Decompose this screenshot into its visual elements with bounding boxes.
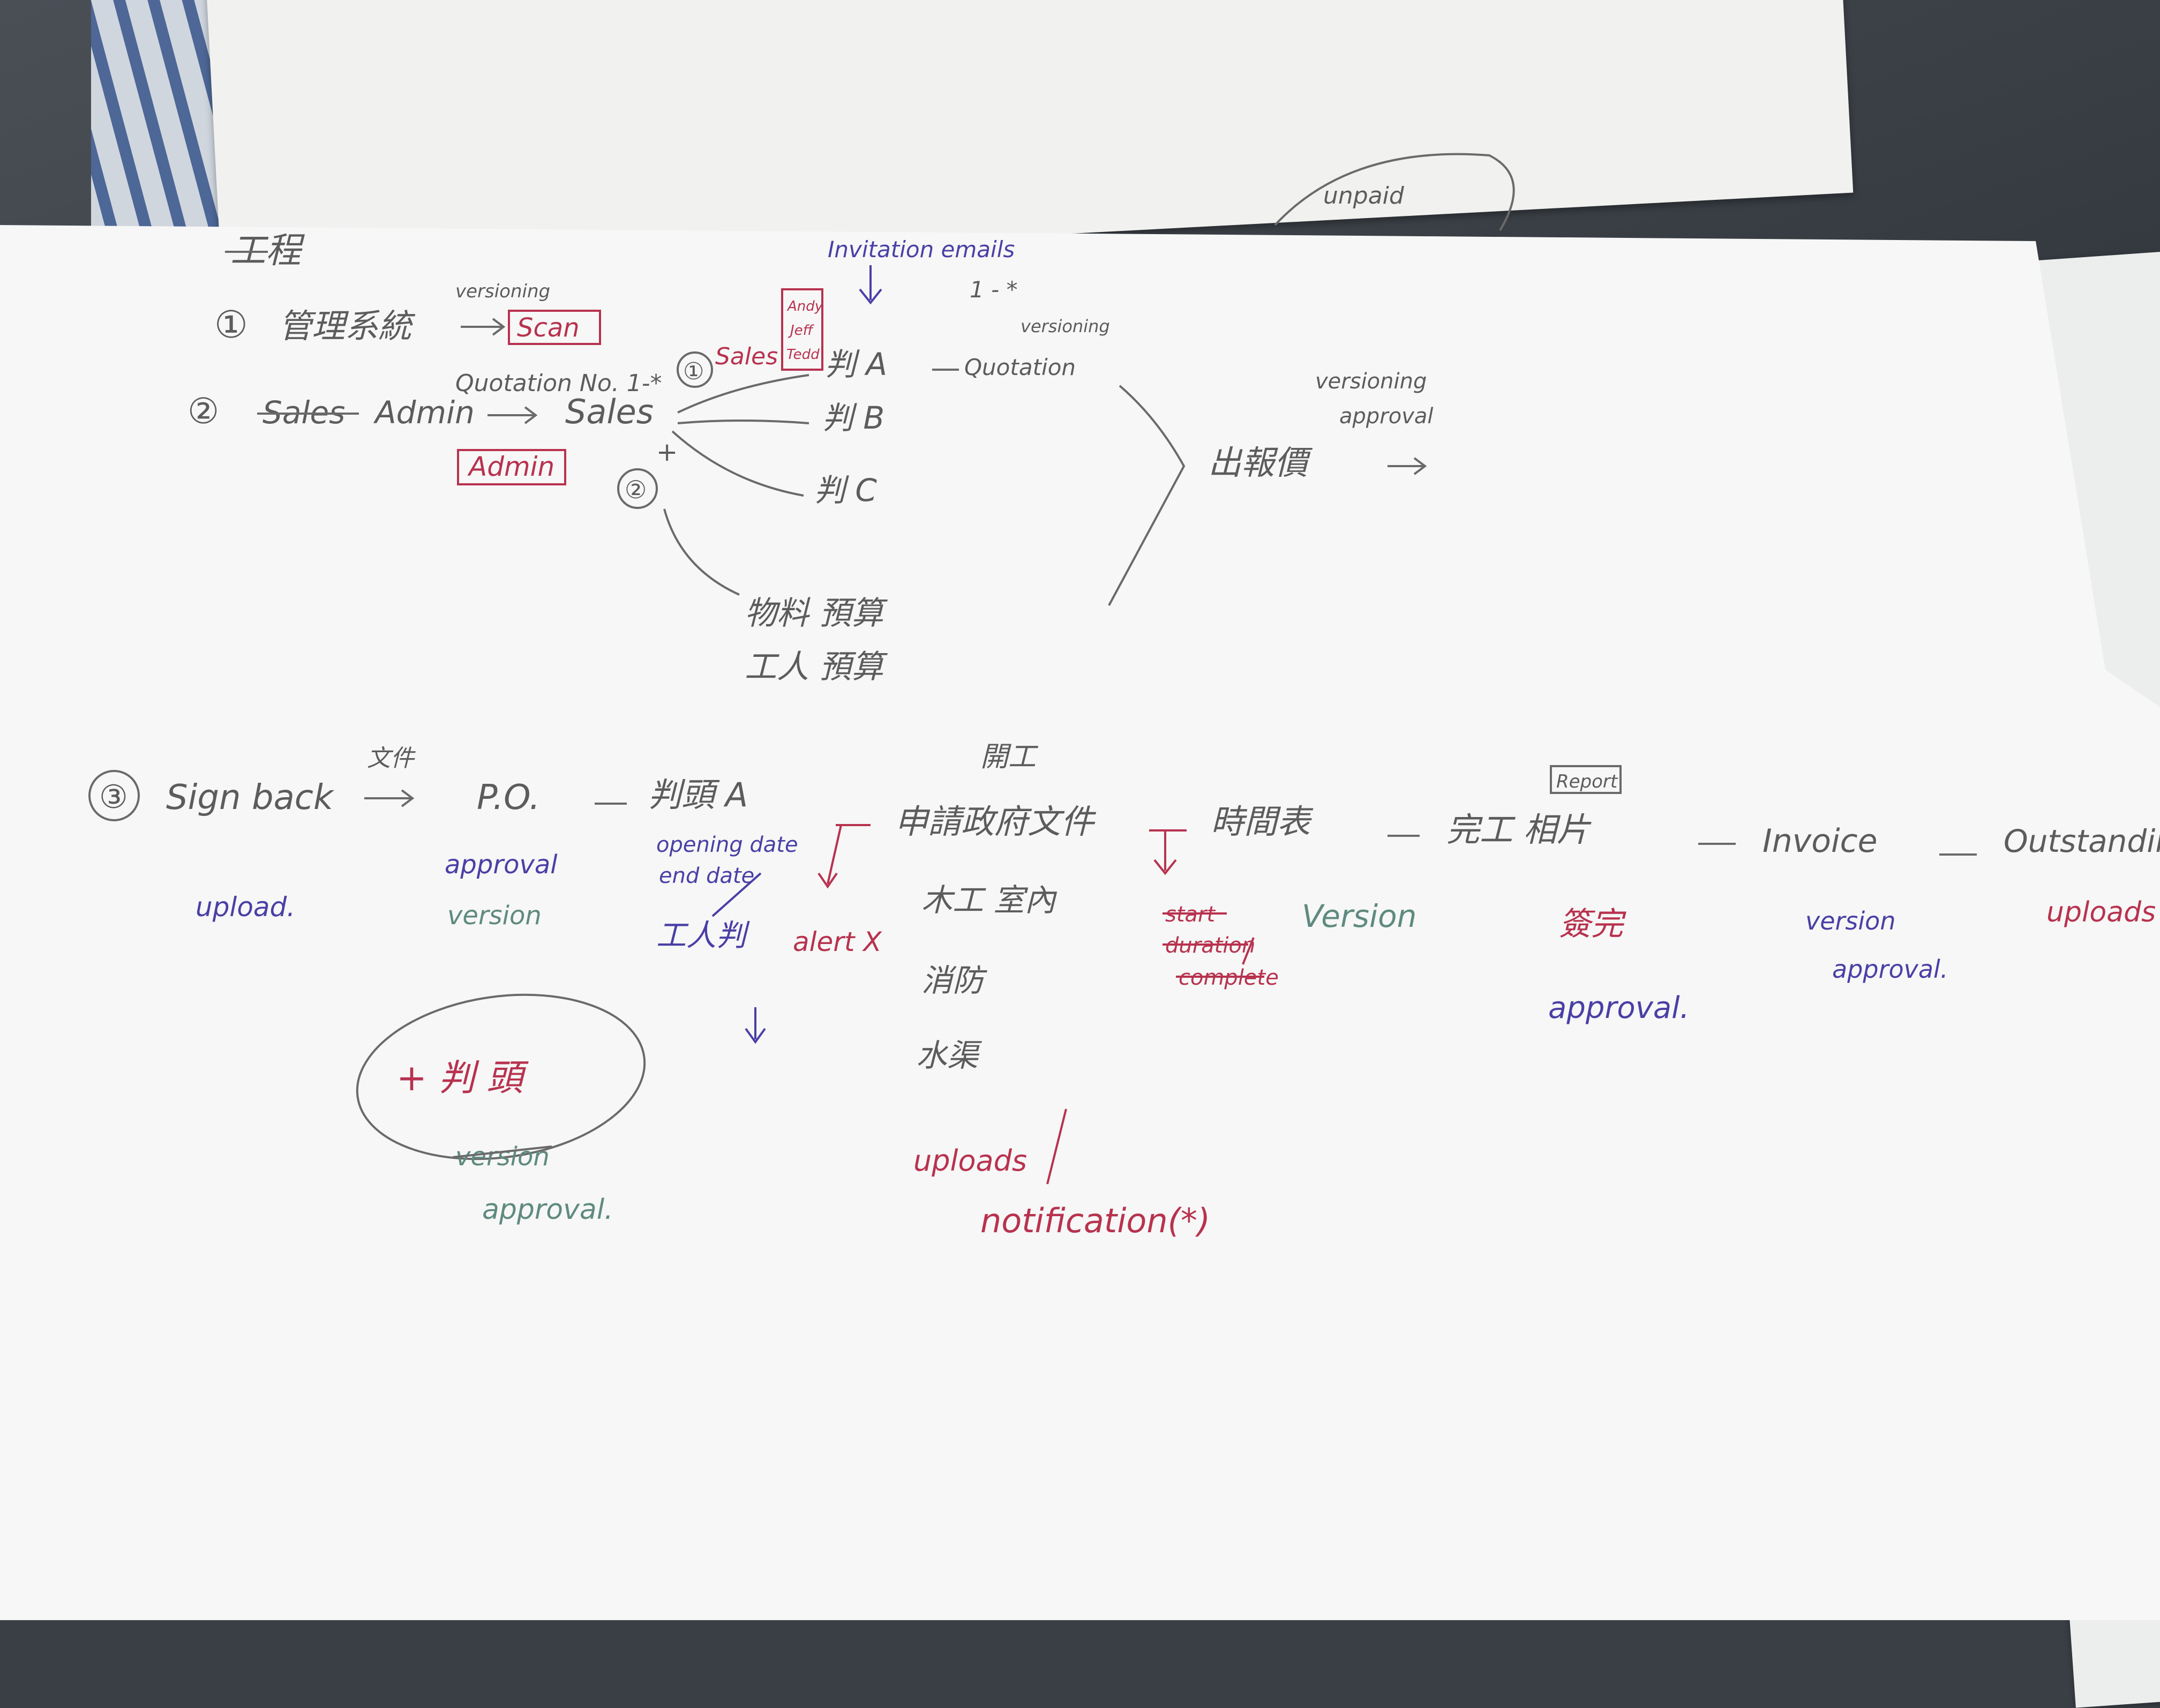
name-andy: Andy [786,298,823,314]
kaigong: 開工 [980,741,1039,773]
branch-c: 判 C [814,472,877,508]
approval-top: approval [1339,404,1434,429]
doc-label: 文件 [367,745,416,772]
item1-tag: versioning [455,281,550,302]
complete-photos: 完工 相片 [1446,810,1592,849]
slash-mark [711,872,762,917]
version-c: version [1805,907,1895,935]
circle-1-shape [677,351,713,388]
approval-b: approval. [1548,991,1690,1025]
circle-2-shape [617,468,658,509]
opening-date: opening date [656,833,798,857]
apply-docs: 申請政府文件 [895,802,1097,841]
upload-note: upload. [196,892,295,923]
admin-box [457,449,566,485]
circle-3-shape [88,770,140,821]
version-oval: version [455,1142,550,1172]
report-box-text: Report [1556,771,1618,792]
approval-a: approval [445,850,558,880]
branch-lines [671,374,809,497]
worker-sub: 工人判 [656,918,750,953]
uploads-right: uploads [2046,896,2156,928]
sales-label: Sales [715,343,778,370]
materials-budget: 物料 預算 [745,595,888,632]
notes-paper-sheet [0,225,2160,1620]
versioning-right: versioning [1021,316,1110,336]
timesheet: 時間表 [1211,802,1314,841]
timesheet-arrow [1149,829,1187,875]
oval-text: + 判 頭 [396,1057,529,1099]
end-date: end date [659,864,754,888]
item1-arrow [461,318,506,336]
name-jeff: Jeff [788,323,815,339]
name-tedd: Tedd [786,347,820,363]
version-b: Version [1302,898,1416,934]
quotation-label: Quotation No. 1-* [455,370,662,397]
quote-out: 出報價 [1208,443,1313,482]
fire-services: 消防 [921,962,987,999]
item1-number: ① [214,303,248,347]
circle-3: ③ [99,778,128,816]
item2-text: Admin [373,394,475,431]
wood-work: 木工 室內 [921,882,1057,918]
item2-number: ② [188,391,219,432]
version-a: version [447,901,542,931]
item1-text: 管理系統 [279,306,416,346]
plus-sign: + [656,437,678,467]
one-to-many: 1 - * [970,276,1018,303]
name-stack-box [781,288,823,371]
version-oval-strike [452,1145,552,1158]
sign-back: Sign back [166,778,335,818]
po-label: P.O. [477,778,540,818]
item1-box [508,310,601,345]
plumbing: 水渠 [916,1037,982,1074]
handwritten-notes: unpaid 工程 ① 管理系統 versioning Scan Quotati… [88,153,2160,1240]
item2-arrow [488,406,538,424]
oval-shape [356,993,646,1160]
quote-arrow [1388,457,1427,475]
report-box [1550,765,1622,794]
struck-lines [1162,912,1264,978]
notification: notification(*) [980,1201,1210,1240]
outstanding: Outstanding [2004,823,2160,859]
circle-2: ② [625,475,647,504]
back-sheet-curve [1274,153,1515,231]
uploads-mid: uploads [913,1144,1027,1178]
approval-oval: approval. [482,1194,613,1226]
labour-budget: 工人 預算 [745,648,888,686]
uploads-slash [1046,1108,1067,1185]
alert-arrow [818,824,871,889]
invoice: Invoice [1762,822,1878,860]
right-bracket [1108,385,1186,606]
versioning-top: versioning [1315,369,1427,394]
admin-box-text: Admin [467,451,554,482]
invitation-emails: Invitation emails [828,236,1015,263]
item1-box-text: Scan [517,313,580,343]
alert-note: alert X [793,926,882,957]
circle-1: ① [683,358,704,385]
quotation-arrow-text: Quotation [964,354,1076,380]
circle-2-branch [663,508,740,596]
unpaid-note: unpaid [1323,182,1405,209]
sign-arrow [364,789,415,807]
approval-c: approval. [1832,955,1948,984]
branch-a: 判 A [825,346,887,383]
sub-a: 判頭 A [648,775,748,814]
invitation-arrow [859,265,882,305]
section-heading: 工程 [230,230,305,271]
down-arrow-purple [745,1007,766,1044]
item2-target: Sales [565,392,654,431]
sign-off: 簽完 [1559,905,1626,943]
branch-b: 判 B [822,400,884,436]
